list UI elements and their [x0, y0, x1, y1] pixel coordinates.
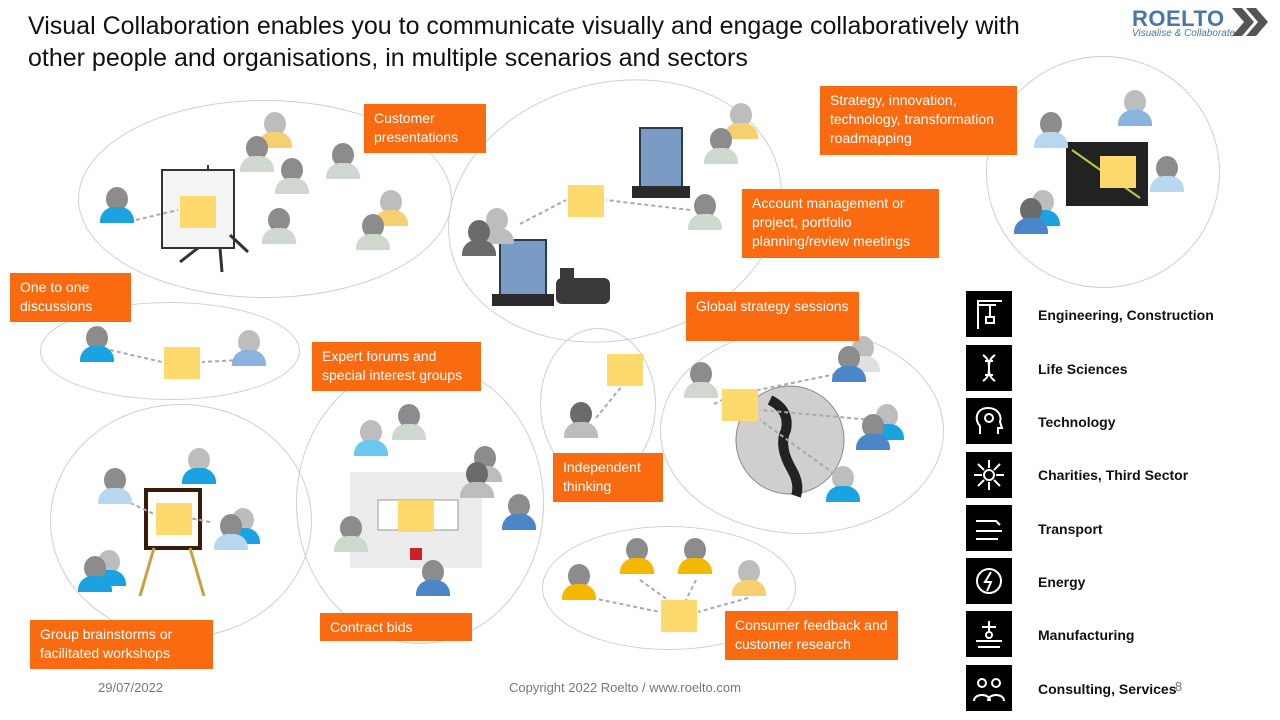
- consulting-icon: [966, 665, 1012, 711]
- person-icon: [732, 560, 766, 596]
- person-icon: [1150, 156, 1184, 192]
- person-icon: [684, 362, 718, 398]
- person-icon: [1014, 198, 1048, 234]
- vehicles-icon: [966, 505, 1012, 551]
- person-icon: [78, 556, 112, 592]
- label-independent-thinking: Independent thinking: [553, 453, 663, 502]
- roelto-logo: ROELTO Visualise & Collaborate: [1132, 6, 1272, 40]
- sector-label: Manufacturing: [1038, 627, 1135, 643]
- person-icon: [80, 326, 114, 362]
- boardroom-table-icon: [350, 472, 482, 568]
- person-icon: [724, 103, 758, 139]
- sticky-note: [661, 600, 697, 632]
- person-icon: [502, 494, 536, 530]
- person-icon: [678, 538, 712, 574]
- sticky-note: [722, 389, 758, 421]
- label-customer-presentations: Customer presentations: [364, 104, 486, 153]
- person-icon: [704, 128, 738, 164]
- label-account-management: Account management or project, portfolio…: [742, 189, 939, 258]
- person-icon: [460, 462, 494, 498]
- label-global-strategy: Global strategy sessions: [686, 292, 859, 341]
- sector-label: Consulting, Services: [1038, 681, 1177, 697]
- label-strategy: Strategy, innovation, technology, transf…: [820, 86, 1017, 155]
- person-icon: [562, 564, 596, 600]
- person-icon: [620, 538, 654, 574]
- person-icon: [856, 414, 890, 450]
- person-icon: [356, 214, 390, 250]
- person-icon: [564, 402, 598, 438]
- person-icon: [688, 194, 722, 230]
- person-icon: [1034, 112, 1068, 148]
- chevron-logo-icon: [1232, 8, 1268, 36]
- telephone-icon: [556, 268, 610, 304]
- dna-icon: [966, 345, 1012, 391]
- sector-label: Life Sciences: [1038, 361, 1128, 377]
- person-icon: [334, 516, 368, 552]
- person-icon: [416, 560, 450, 596]
- label-consumer-feedback: Consumer feedback and customer research: [725, 611, 898, 660]
- person-icon: [232, 330, 266, 366]
- person-icon: [262, 208, 296, 244]
- person-icon: [275, 158, 309, 194]
- sticky-note: [607, 354, 643, 386]
- presentation-ellipse: [78, 100, 452, 298]
- community-icon: [966, 452, 1012, 498]
- page-title: Visual Collaboration enables you to comm…: [28, 12, 1020, 72]
- sector-label: Engineering, Construction: [1038, 307, 1214, 323]
- sticky-note: [398, 500, 434, 532]
- office-building-icon: [492, 127, 690, 306]
- footer-date: 29/07/2022: [98, 680, 164, 695]
- sticky-note: [164, 347, 200, 379]
- page-number: 8: [1175, 679, 1183, 694]
- energy-icon: [966, 558, 1012, 604]
- sticky-note: [1100, 156, 1136, 188]
- sticky-note: [180, 196, 216, 228]
- person-icon: [182, 448, 216, 484]
- sticky-note: [568, 185, 604, 217]
- sector-label: Transport: [1038, 521, 1103, 537]
- crane-icon: [966, 291, 1012, 337]
- consumer-ellipse: [542, 526, 796, 650]
- sector-label: Energy: [1038, 574, 1086, 590]
- sector-label: Technology: [1038, 414, 1116, 430]
- conveyor-icon: [966, 611, 1012, 657]
- one-to-one-ellipse: [40, 302, 300, 400]
- person-icon: [98, 468, 132, 504]
- person-icon: [1118, 90, 1152, 126]
- strategy-ellipse: [986, 56, 1220, 288]
- person-icon: [832, 346, 866, 382]
- label-one-to-one: One to one discussions: [10, 273, 131, 322]
- label-expert-forums: Expert forums and special interest group…: [312, 342, 481, 391]
- person-icon: [100, 187, 134, 223]
- person-icon: [240, 136, 274, 172]
- globe-icon: [735, 385, 845, 498]
- person-icon: [354, 420, 388, 456]
- person-icon: [214, 514, 248, 550]
- person-icon: [392, 404, 426, 440]
- sticky-note: [156, 503, 192, 535]
- person-icon: [826, 466, 860, 502]
- ai-head-icon: [966, 398, 1012, 444]
- sector-label: Charities, Third Sector: [1038, 467, 1189, 483]
- label-group-brainstorms: Group brainstorms or facilitated worksho…: [30, 620, 213, 669]
- label-contract-bids: Contract bids: [320, 613, 472, 641]
- person-icon: [374, 190, 408, 226]
- footer-copyright: Copyright 2022 Roelto / www.roelto.com: [509, 680, 741, 695]
- person-icon: [326, 143, 360, 179]
- person-icon: [462, 220, 496, 256]
- logo-name: ROELTO: [1132, 6, 1225, 31]
- logo-tagline: Visualise & Collaborate: [1132, 28, 1236, 39]
